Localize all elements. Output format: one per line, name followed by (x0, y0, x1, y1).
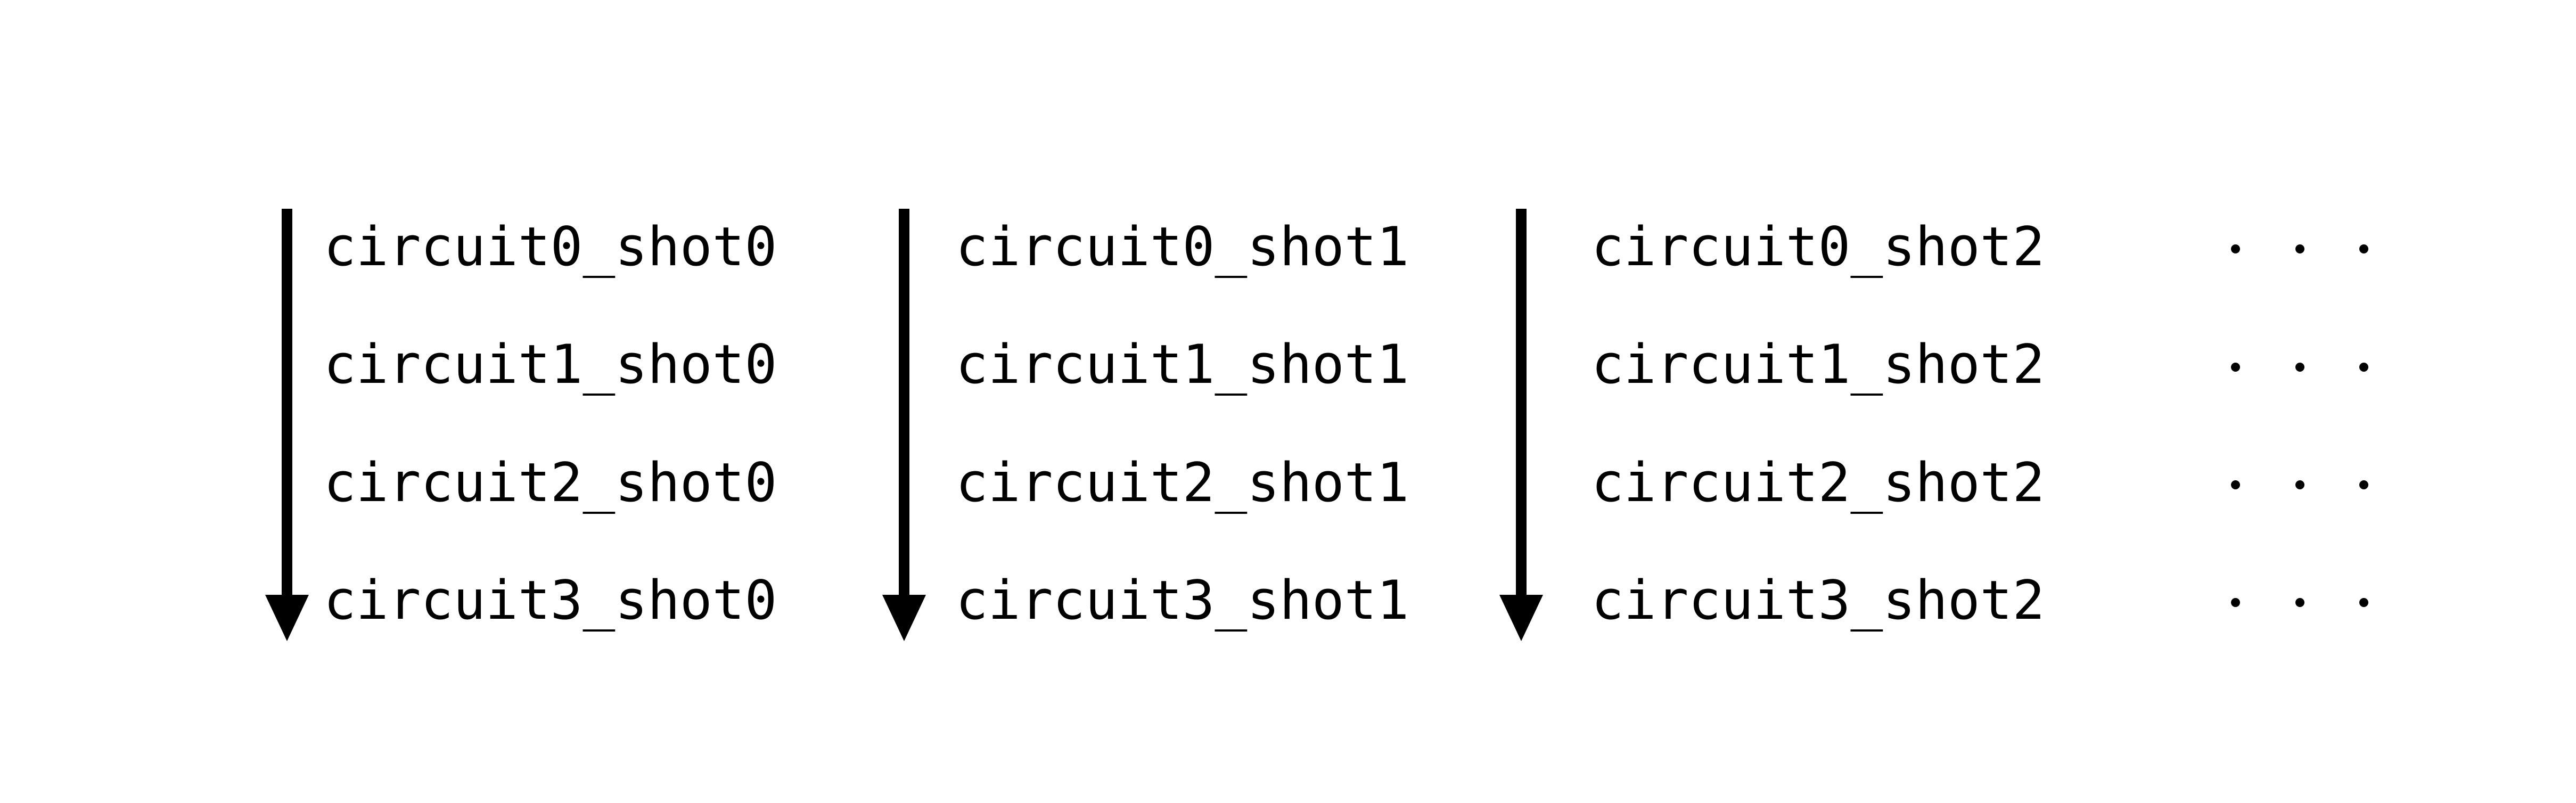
arrow-shaft (282, 209, 292, 596)
label-circuit2-shot1: circuit2_shot1 (956, 451, 1409, 514)
ellipsis-dot (2295, 244, 2304, 253)
ellipsis-dot (2359, 480, 2368, 489)
label-circuit3-shot1: circuit3_shot1 (956, 569, 1409, 632)
label-circuit0-shot2: circuit0_shot2 (1591, 215, 2045, 278)
label-circuit2-shot2: circuit2_shot2 (1591, 451, 2045, 514)
arrow-shaft (1516, 209, 1527, 596)
ellipsis-dot (2231, 598, 2240, 607)
ellipsis-dot (2295, 480, 2304, 489)
ellipsis-dot (2231, 480, 2240, 489)
arrow-head-icon (1499, 595, 1543, 641)
ellipsis-dot (2295, 598, 2304, 607)
arrow-head-icon (882, 595, 926, 641)
label-circuit3-shot2: circuit3_shot2 (1591, 569, 2045, 632)
label-circuit1-shot0: circuit1_shot0 (324, 333, 777, 396)
label-circuit1-shot2: circuit1_shot2 (1591, 333, 2045, 396)
ellipsis-dot (2231, 363, 2240, 372)
label-circuit1-shot1: circuit1_shot1 (956, 333, 1409, 396)
arrow-shaft (899, 209, 909, 596)
label-circuit0-shot1: circuit0_shot1 (956, 215, 1409, 278)
label-circuit0-shot0: circuit0_shot0 (324, 215, 777, 278)
ellipsis-dot (2359, 598, 2368, 607)
ellipsis-dot (2359, 244, 2368, 253)
ellipsis-dot (2359, 363, 2368, 372)
ellipsis-dot (2295, 363, 2304, 372)
label-circuit2-shot0: circuit2_shot0 (324, 451, 777, 514)
arrow-head-icon (265, 595, 309, 641)
label-circuit3-shot0: circuit3_shot0 (324, 569, 777, 632)
ellipsis-dot (2231, 244, 2240, 253)
